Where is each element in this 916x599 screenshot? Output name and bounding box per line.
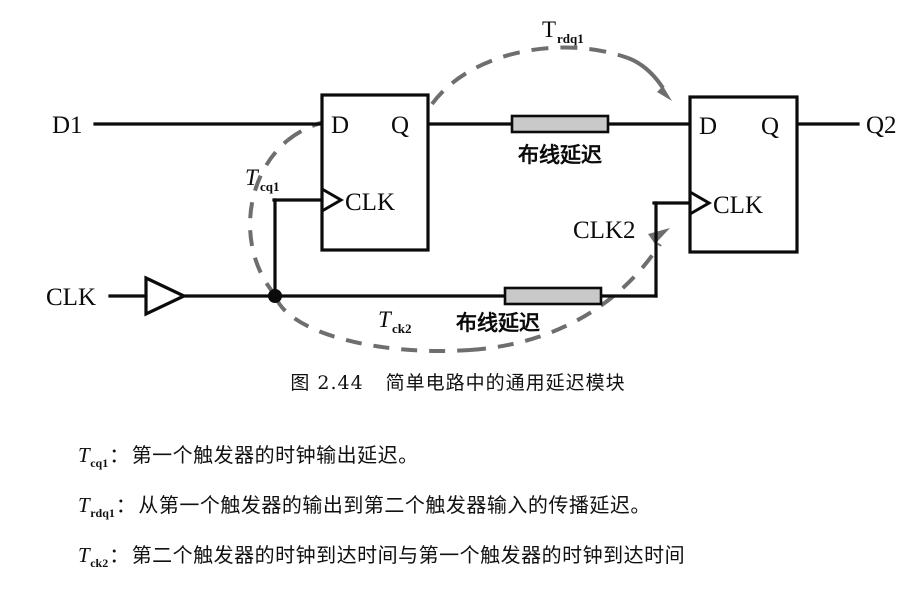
annotation-tcq1-base: T bbox=[245, 165, 260, 190]
annotation-trdq1: T rdq1 bbox=[542, 17, 584, 46]
annotation-tcq1: T cq1 bbox=[245, 165, 280, 194]
clock-path-delay-block-body bbox=[503, 286, 603, 306]
definition-symbol-base: T bbox=[78, 543, 91, 567]
definition-symbol-base: T bbox=[78, 493, 91, 517]
definition-symbol-base: T bbox=[78, 443, 91, 467]
flipflop-2-d-pin-label: D bbox=[699, 113, 717, 140]
definition-text: 第一个触发器的时钟输出延迟。 bbox=[131, 443, 419, 467]
flipflop-1-d-pin-label: D bbox=[331, 112, 349, 139]
annotation-tcq1-sub: cq1 bbox=[260, 179, 280, 194]
figure-caption: 图 2.44 简单电路中的通用延迟模块 bbox=[0, 368, 916, 395]
definition-symbol: Trdq1 bbox=[78, 493, 115, 521]
annotation-tck2: T ck2 bbox=[378, 307, 412, 336]
output-label-q2: Q2 bbox=[866, 112, 897, 139]
tck2-arrowhead bbox=[648, 228, 670, 244]
data-path-delay-block-body bbox=[510, 114, 610, 134]
flipflop-1-body bbox=[320, 93, 430, 252]
definition-item: Trdq1：从第一个触发器的输出到第二个触发器输入的传播延迟。 bbox=[0, 480, 916, 530]
input-label-clk: CLK bbox=[46, 284, 96, 311]
definition-text: 从第一个触发器的输出到第二个触发器输入的传播延迟。 bbox=[138, 493, 651, 517]
annotation-tck2-base: T bbox=[378, 307, 393, 332]
annotation-trdq1-sub: rdq1 bbox=[557, 31, 584, 46]
figure-diagram: D Q CLK D Q CLK 布线延迟 布线延迟 D1 Q2 CLK CLK2… bbox=[46, 17, 897, 353]
definition-text: 第二个触发器的时钟到达时间与第一个触发器的时钟到达时间 bbox=[131, 543, 686, 567]
figure-caption-number: 图 2.44 bbox=[290, 372, 364, 394]
definition-item: Tcq1：第一个触发器的时钟输出延迟。 bbox=[0, 430, 916, 480]
clock-path-delay-block-label: 布线延迟 bbox=[456, 311, 540, 335]
definition-colon: ： bbox=[109, 443, 130, 467]
flipflop-2-clock-wedge-icon bbox=[689, 190, 712, 216]
flipflop-1-q-pin-label: Q bbox=[391, 112, 409, 139]
clock-path-delay-block: 布线延迟 bbox=[456, 286, 603, 335]
definition-symbol-sub: cq1 bbox=[90, 456, 109, 471]
data-path-delay-block-label: 布线延迟 bbox=[518, 143, 602, 167]
annotation-tck2-sub: ck2 bbox=[392, 321, 412, 336]
definition-symbol-sub: rdq1 bbox=[90, 506, 115, 521]
figure-caption-text: 简单电路中的通用延迟模块 bbox=[385, 372, 626, 394]
definition-colon: ： bbox=[115, 493, 137, 517]
flipflop-2-clk-pin-label: CLK bbox=[713, 192, 763, 219]
definition-symbol: Tck2 bbox=[78, 543, 109, 571]
flipflop-1: D Q CLK bbox=[320, 93, 430, 252]
flipflop-2-body bbox=[688, 95, 799, 254]
wire-group bbox=[93, 122, 860, 298]
label-clk2: CLK2 bbox=[573, 217, 636, 244]
tcq1-arc bbox=[248, 138, 290, 298]
flipflop-1-clk-pin-label: CLK bbox=[345, 189, 395, 216]
data-path-delay-block: 布线延迟 bbox=[510, 114, 610, 167]
flipflop-1-clock-wedge-icon bbox=[321, 187, 344, 213]
flipflop-2-q-pin-label: Q bbox=[761, 113, 779, 140]
definition-item: Tck2：第二个触发器的时钟到达时间与第一个触发器的时钟到达时间 bbox=[0, 530, 916, 580]
flipflop-2: D Q CLK bbox=[688, 95, 799, 254]
trdq1-arc bbox=[430, 45, 629, 106]
tck2-arc-rise bbox=[469, 242, 662, 352]
clock-junction-dot bbox=[268, 289, 282, 303]
clock-buffer-icon bbox=[144, 275, 188, 317]
annotation-trdq1-base: T bbox=[542, 17, 556, 42]
definition-symbol: Tcq1 bbox=[78, 443, 109, 471]
trdq1-arrowhead bbox=[657, 86, 672, 101]
input-label-d1: D1 bbox=[52, 112, 83, 139]
definition-symbol-sub: ck2 bbox=[90, 556, 109, 571]
definition-colon: ： bbox=[109, 543, 130, 567]
trdq1-arrow-tail bbox=[627, 56, 665, 90]
tck2-arc bbox=[274, 297, 471, 353]
circuit-schematic-svg: D Q CLK D Q CLK 布线延迟 布线延迟 D1 Q2 CLK CLK2… bbox=[46, 17, 897, 353]
definition-list: Tcq1：第一个触发器的时钟输出延迟。 Trdq1：从第一个触发器的输出到第二个… bbox=[0, 430, 916, 580]
